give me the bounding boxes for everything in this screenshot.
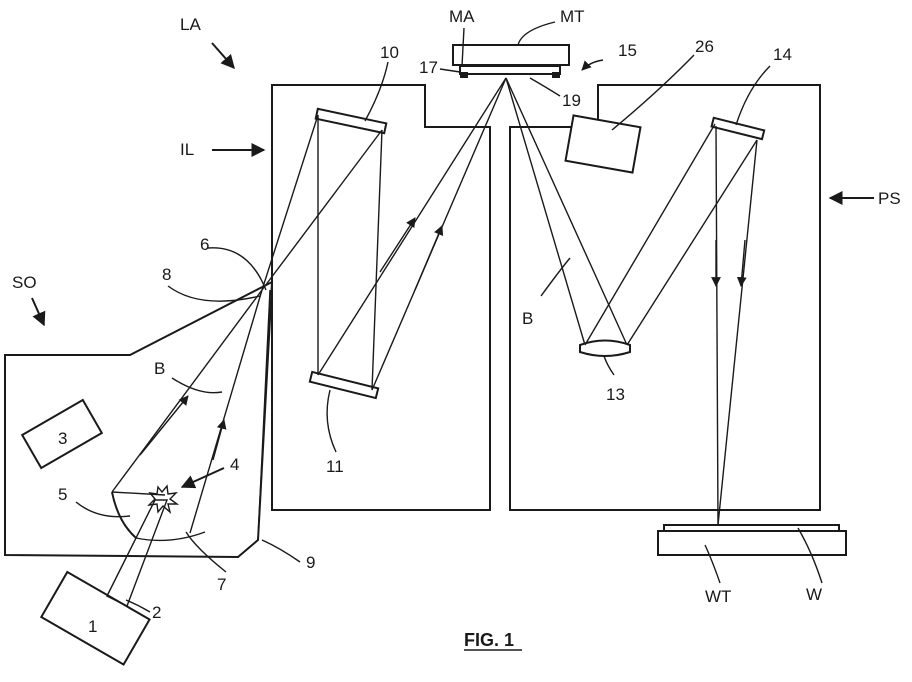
figure-caption: FIG. 1 xyxy=(464,630,514,650)
leader-B-right xyxy=(540,257,571,297)
mask-table xyxy=(452,44,570,66)
light-source-box xyxy=(39,570,151,666)
leader-MT xyxy=(517,21,556,46)
facet-mirror-11 xyxy=(308,370,380,400)
leader-19 xyxy=(529,77,561,97)
ray-if-to-m10-a xyxy=(261,129,383,291)
leader-13 xyxy=(603,355,615,376)
leader-26 xyxy=(611,54,695,131)
label-LA: LA xyxy=(180,15,201,34)
label-14: 14 xyxy=(773,45,792,64)
ray-m11-arrow-a xyxy=(379,217,416,273)
label-3: 3 xyxy=(58,429,67,448)
facet-mirror-10 xyxy=(314,107,388,135)
leader-10 xyxy=(364,61,389,122)
pointer-4-arrow xyxy=(180,467,225,489)
label-MT: MT xyxy=(560,7,585,26)
sensor-26 xyxy=(564,114,642,174)
leader-11 xyxy=(326,389,337,453)
label-MA: MA xyxy=(449,7,475,26)
pointer-SO-arrow xyxy=(31,297,46,327)
contaminant-trap-line xyxy=(257,289,271,541)
pointer-15-arrow xyxy=(581,59,604,71)
ray-reticle-to-m13-a xyxy=(505,77,586,346)
leader-14 xyxy=(735,65,771,126)
mask xyxy=(459,65,561,75)
label-15: 15 xyxy=(618,41,637,60)
ray-m14-arrow-b xyxy=(736,239,747,287)
ray-reticle-to-m13-b xyxy=(505,77,628,346)
plasma-spark xyxy=(147,484,180,514)
label-17: 17 xyxy=(419,58,438,77)
label-7: 7 xyxy=(217,575,226,594)
ray-m14-to-wafer-b xyxy=(717,139,758,526)
label-19: 19 xyxy=(562,91,581,110)
label-8: 8 xyxy=(162,265,171,284)
leader-7 xyxy=(185,531,227,573)
label-1: 1 xyxy=(88,617,97,636)
label-B-right: B xyxy=(522,309,533,328)
label-W: W xyxy=(806,585,822,604)
pointer-LA-arrow xyxy=(211,42,235,70)
label-5: 5 xyxy=(58,485,67,504)
leader-MA xyxy=(461,27,465,67)
label-11: 11 xyxy=(326,457,344,476)
label-PS: PS xyxy=(878,189,901,208)
ray-inner-1 xyxy=(111,491,166,496)
leader-B-left xyxy=(171,377,223,394)
source-collector-enclosure xyxy=(4,280,274,559)
leader-9 xyxy=(261,539,301,563)
label-6: 6 xyxy=(200,235,209,254)
ray-source-left-arrow xyxy=(139,395,189,456)
collector-lower-arc xyxy=(135,531,206,542)
mirror-14 xyxy=(710,116,766,141)
ray-source-right xyxy=(189,289,263,534)
label-B-left: B xyxy=(154,359,165,378)
projection-system-enclosure xyxy=(509,84,821,511)
leader-17 xyxy=(439,68,461,73)
label-WT: WT xyxy=(705,587,731,606)
illumination-system-enclosure xyxy=(271,84,491,511)
leader-8 xyxy=(167,285,261,302)
label-2: 2 xyxy=(152,603,161,622)
label-SO: SO xyxy=(12,273,37,292)
label-26: 26 xyxy=(695,37,714,56)
ray-m14-to-wafer-a xyxy=(715,125,719,526)
label-13: 13 xyxy=(606,385,625,404)
mask-clamp-right xyxy=(552,72,560,78)
collector-mirror xyxy=(111,491,137,539)
laser-beam xyxy=(106,499,169,607)
component-3-box xyxy=(20,398,104,470)
label-10: 10 xyxy=(380,43,399,62)
ray-source-left xyxy=(111,289,263,493)
label-4: 4 xyxy=(230,455,239,474)
label-9: 9 xyxy=(306,553,315,572)
ray-m13-to-m14-a xyxy=(584,123,716,346)
ray-m13-to-m14-b xyxy=(626,139,758,346)
ray-source-right-arrow xyxy=(212,419,227,461)
leader-5 xyxy=(75,501,131,518)
mask-clamp-left xyxy=(460,72,468,78)
ray-m11-arrow-b xyxy=(414,225,444,291)
leader-2 xyxy=(125,599,151,613)
leader-WT xyxy=(704,544,721,584)
leader-6 xyxy=(207,247,267,291)
wafer xyxy=(663,524,840,532)
wafer-table xyxy=(657,530,847,556)
leader-W xyxy=(797,527,823,584)
label-IL: IL xyxy=(180,140,194,159)
ray-if-to-m10-b xyxy=(261,114,319,291)
mirror-13 xyxy=(579,339,631,357)
ray-m10-to-m11-b xyxy=(371,129,383,391)
